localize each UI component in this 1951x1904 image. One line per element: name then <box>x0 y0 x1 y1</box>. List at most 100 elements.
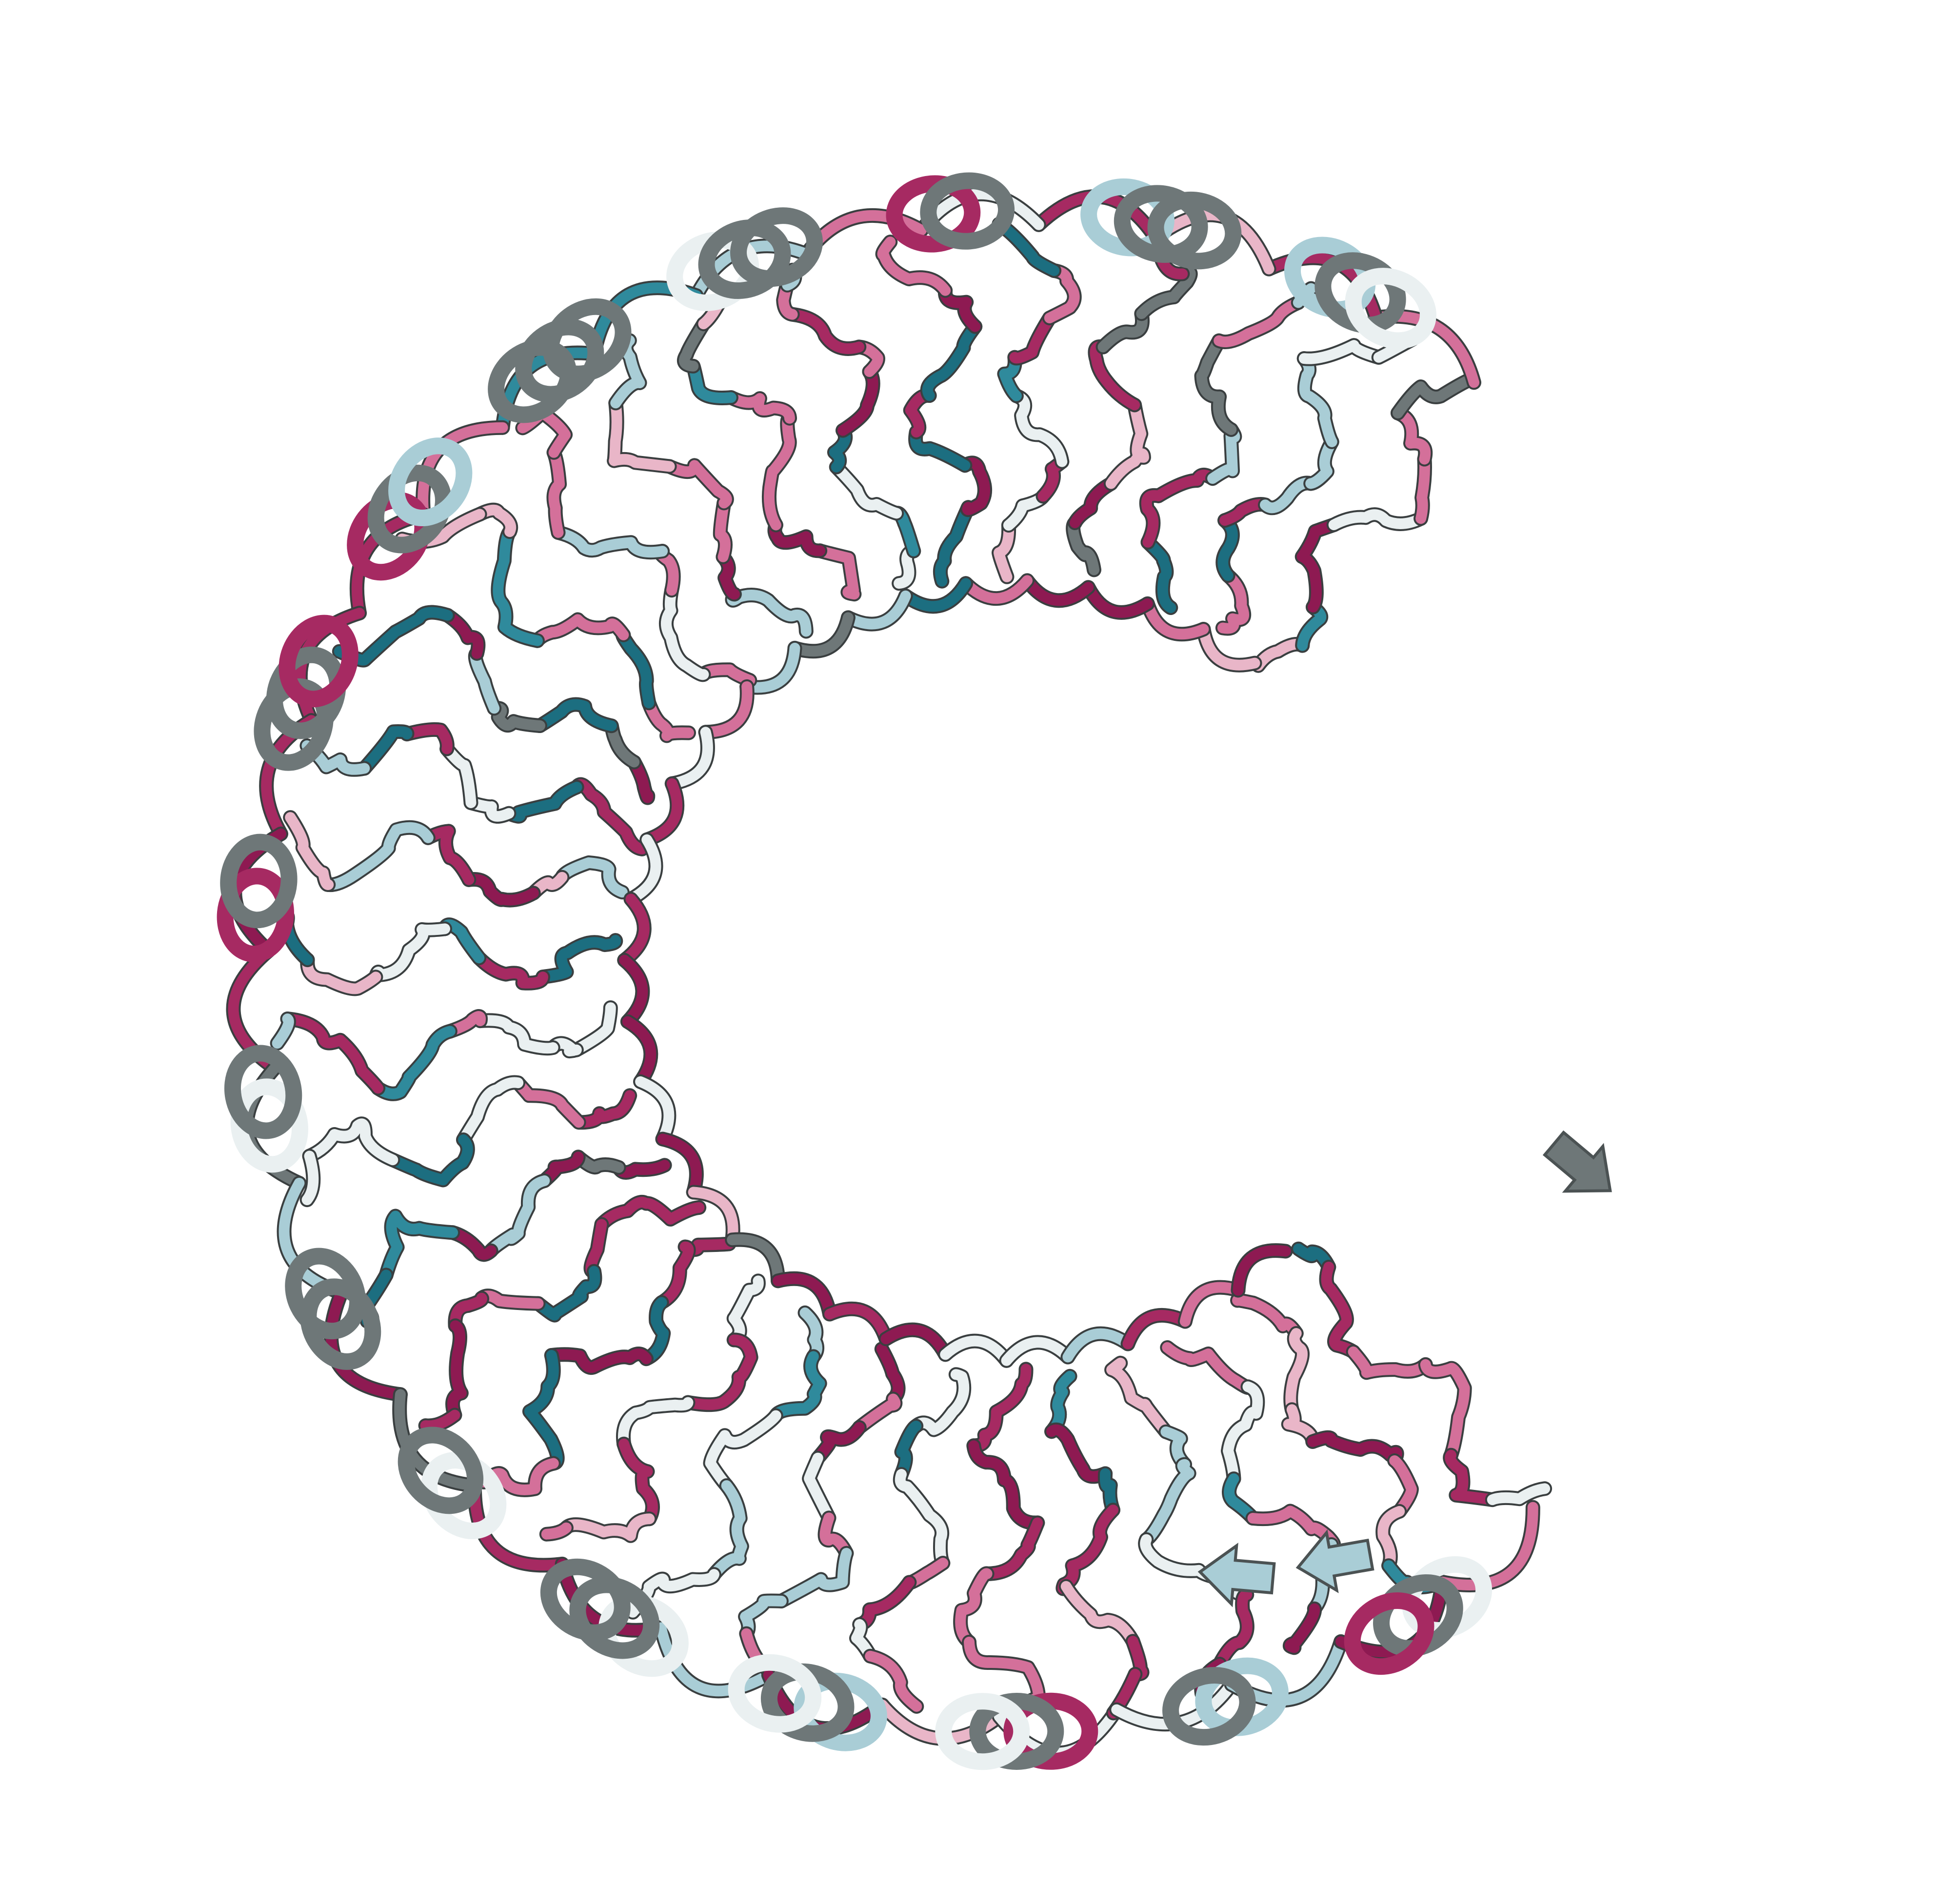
coil-segment <box>1393 373 1477 418</box>
coil-segment <box>571 1002 616 1055</box>
helix-turn <box>1080 178 1175 257</box>
helix <box>217 833 298 963</box>
coil-segment <box>679 318 709 372</box>
coil-segment <box>548 447 565 538</box>
coil-segment <box>447 1320 467 1421</box>
helix <box>224 1045 308 1173</box>
helix-turn <box>1345 268 1436 349</box>
coil-segment <box>420 1409 460 1431</box>
strand-arrow <box>1542 1130 1612 1193</box>
coil-segment <box>763 413 795 531</box>
coil-segment <box>705 1410 781 1491</box>
inner-loop <box>622 1016 657 1087</box>
helix <box>1284 237 1436 349</box>
helix <box>1162 1657 1289 1746</box>
helix-turn <box>367 464 452 554</box>
coil-segment <box>524 1350 563 1469</box>
strand-arrows <box>1197 1130 1612 1607</box>
inner-loop <box>641 778 683 845</box>
coil-segment <box>513 1077 584 1128</box>
coil-segment <box>1097 308 1148 353</box>
coil-segment <box>323 822 434 891</box>
coil-segment <box>1223 1381 1263 1485</box>
coil-segment <box>1099 1468 1118 1516</box>
inner-loop <box>741 642 800 693</box>
coil-segment <box>1060 1581 1138 1647</box>
coil-segment <box>422 826 475 885</box>
inner-loop <box>625 834 661 905</box>
helix <box>347 437 473 581</box>
coil-segment <box>458 1077 524 1145</box>
inner-loop <box>635 1076 675 1145</box>
coil-segment <box>444 1011 486 1037</box>
helix-turn <box>420 1452 507 1540</box>
coil-segment <box>812 1422 865 1464</box>
inner-loop <box>1179 1282 1244 1327</box>
coil-segment <box>1298 340 1384 364</box>
coil-segment <box>968 1364 1032 1451</box>
coil-segment <box>447 1227 497 1260</box>
coil-segment <box>1046 1424 1111 1482</box>
coil-segment <box>708 1480 747 1580</box>
coil-segment <box>1393 407 1431 465</box>
inner-loop <box>900 578 972 612</box>
coil-segment <box>1420 1359 1470 1461</box>
coil-segment <box>1389 1455 1417 1517</box>
helix-turn <box>515 318 604 403</box>
coil-segment <box>1328 509 1427 531</box>
coil-segment <box>968 1440 1043 1528</box>
coil-segment <box>1487 1483 1551 1506</box>
coil-segment <box>1160 1426 1190 1470</box>
coil-segment <box>272 1013 294 1049</box>
inner-loop <box>1022 575 1094 606</box>
inner-loop <box>666 727 713 789</box>
coil-segment <box>301 1150 319 1206</box>
coil-segment <box>854 1393 901 1433</box>
coil-segment <box>994 520 1015 582</box>
coil-segment <box>538 935 621 983</box>
helix-turn <box>1147 191 1242 270</box>
coil-segment <box>815 545 860 600</box>
coil-segment <box>851 1619 876 1662</box>
coil-segment <box>493 526 543 646</box>
helix-turn <box>1373 1574 1463 1657</box>
strand-arrow <box>1197 1543 1276 1607</box>
inner-loop <box>773 1273 835 1320</box>
backbone-coils <box>226 186 1553 1761</box>
helix-turn <box>794 1672 887 1751</box>
coil-segment <box>656 1241 694 1308</box>
coil-segment <box>643 697 694 741</box>
coil-segment <box>865 1650 922 1712</box>
coil-segment <box>1069 478 1116 528</box>
coil-segment <box>1068 517 1099 575</box>
inner-loop <box>688 1187 738 1246</box>
coil-segment <box>895 1469 949 1568</box>
outer-loop <box>656 1622 774 1697</box>
helix-turn <box>1003 1692 1098 1770</box>
coil-segment <box>1162 1342 1254 1393</box>
coil-segment <box>804 1452 835 1524</box>
helix <box>886 172 1015 253</box>
helix-turn <box>1195 1657 1289 1736</box>
coil-segment <box>629 756 654 803</box>
coil-segment <box>475 1015 558 1054</box>
coil-segment <box>1011 390 1068 467</box>
helix <box>398 1427 507 1540</box>
coil-segment <box>1285 1328 1308 1415</box>
outer-loop <box>394 1389 480 1491</box>
helix-turn <box>1402 1556 1493 1639</box>
coil-segment <box>877 237 951 296</box>
helix-turn <box>279 615 358 708</box>
coil-segment <box>1136 266 1196 319</box>
coil-segment <box>546 1349 652 1373</box>
helix-turn <box>220 833 298 929</box>
helix <box>285 1248 381 1370</box>
helix-turn <box>540 1558 631 1641</box>
coil-segment <box>717 551 740 600</box>
coil-segment <box>285 812 334 890</box>
inner-loop <box>700 681 753 738</box>
coil-segment <box>981 1517 1043 1579</box>
helix-turn <box>760 1663 855 1742</box>
coil-segment <box>533 1266 600 1321</box>
